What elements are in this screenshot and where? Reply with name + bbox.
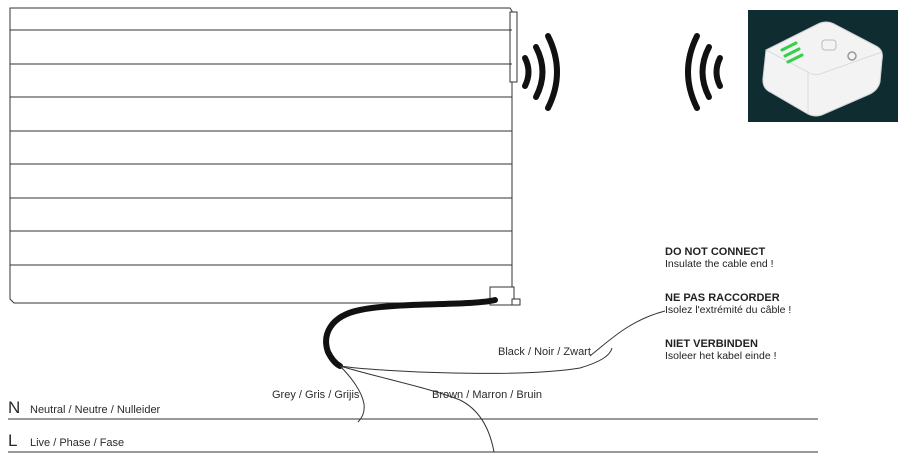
- warning-nl-title: NIET VERBINDEN: [665, 338, 758, 350]
- grey-wire: [339, 365, 365, 423]
- warning-fr: NE PAS RACCORDER Isolez l'extrémité du c…: [665, 292, 791, 316]
- warning-fr-title: NE PAS RACCORDER: [665, 292, 780, 304]
- grey-wire-label: Grey / Gris / Grijis: [272, 389, 360, 401]
- brown-wire: [339, 365, 495, 453]
- radiator-icon: [9, 7, 521, 306]
- warning-fr-text: Isolez l'extrémité du câble !: [665, 304, 792, 316]
- brown-wire-label: Brown / Marron / Bruin: [432, 389, 543, 401]
- warning-nl-text: Isoleer het kabel einde !: [665, 350, 777, 362]
- live-letter: L: [8, 431, 18, 450]
- main-cable: [323, 297, 498, 369]
- warning-nl: NIET VERBINDEN Isoleer het kabel einde !: [665, 338, 777, 362]
- neutral-letter: N: [8, 398, 21, 417]
- warning-en: DO NOT CONNECT Insulate the cable end !: [665, 246, 774, 270]
- wifi-module-image: [748, 10, 898, 122]
- black-wire: [339, 347, 613, 374]
- warning-en-title: DO NOT CONNECT: [665, 246, 766, 258]
- wifi-module-icon: [762, 21, 883, 117]
- wireless-signal-out-icon: [522, 33, 560, 111]
- black-wire-label: Black / Noir / Zwart: [498, 346, 591, 358]
- warning-en-text: Insulate the cable end !: [665, 258, 774, 270]
- neutral-label: Neutral / Neutre / Nulleider: [30, 404, 161, 416]
- live-label: Live / Phase / Fase: [30, 437, 125, 449]
- black-label-leader: [589, 310, 666, 357]
- wireless-signal-in-icon: [685, 33, 723, 111]
